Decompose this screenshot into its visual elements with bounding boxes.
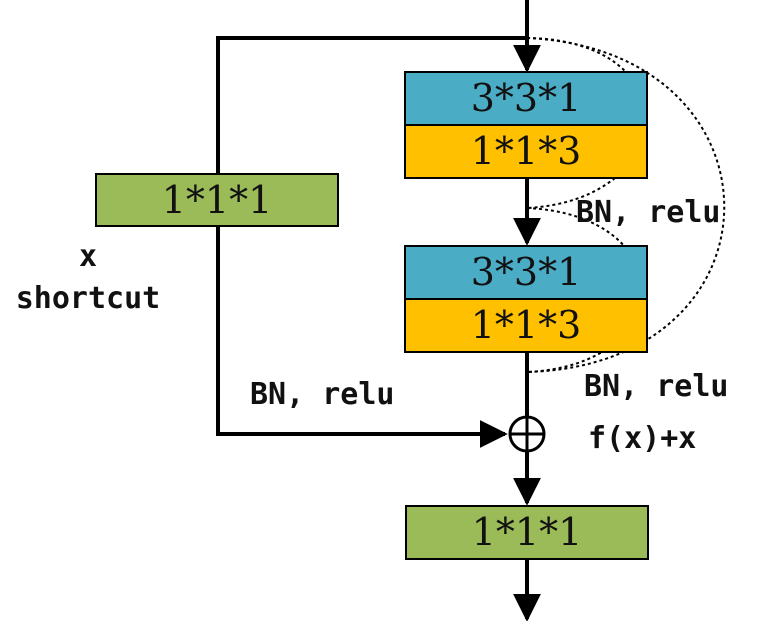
dotted-skip-curve-1 [526,37,647,209]
mid-conv-b-label: 1*1*3 [471,303,582,347]
bottom-conv-block [405,505,649,560]
shortcut-top-line [216,36,527,174]
bottom-conv-label: 1*1*1 [472,510,583,554]
mid-conv-a-label: 3*3*1 [471,250,582,294]
shortcut-bottom-line [216,226,508,448]
mid-conv-a-block [404,245,648,300]
bn-relu-left-label: BN, relu [250,377,395,412]
dotted-skip-curve-2 [526,207,643,373]
circle-plus-icon [508,415,546,453]
bn-relu-mid-label: BN, relu [584,369,729,404]
shortcut-label: shortcut [16,281,161,316]
left-conv-label: 1*1*1 [162,178,273,222]
mid-conv-b-block [404,298,648,353]
top-conv-b-label: 1*1*3 [471,129,582,173]
top-conv-b-block [404,124,648,179]
bn-relu-top-label: BN, relu [576,195,721,230]
sum-label: f(x)+x [588,421,696,456]
top-conv-a-label: 3*3*1 [471,76,582,120]
left-conv-block [95,173,339,227]
top-conv-a-block [404,71,648,126]
x-label: x [79,239,97,274]
